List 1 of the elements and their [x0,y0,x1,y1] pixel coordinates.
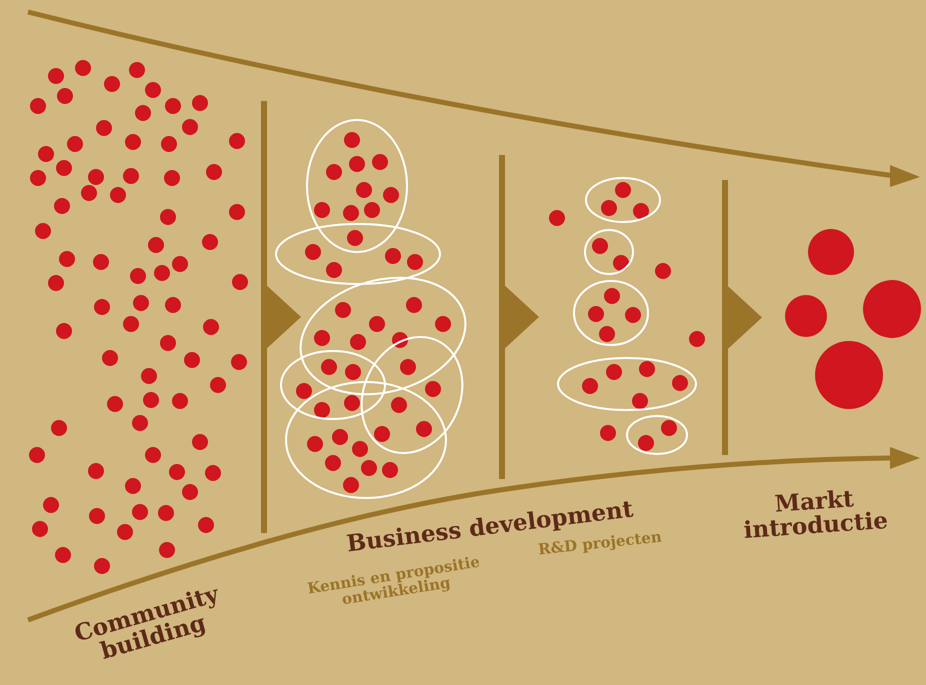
stage-label: Markt introductie [742,484,890,544]
